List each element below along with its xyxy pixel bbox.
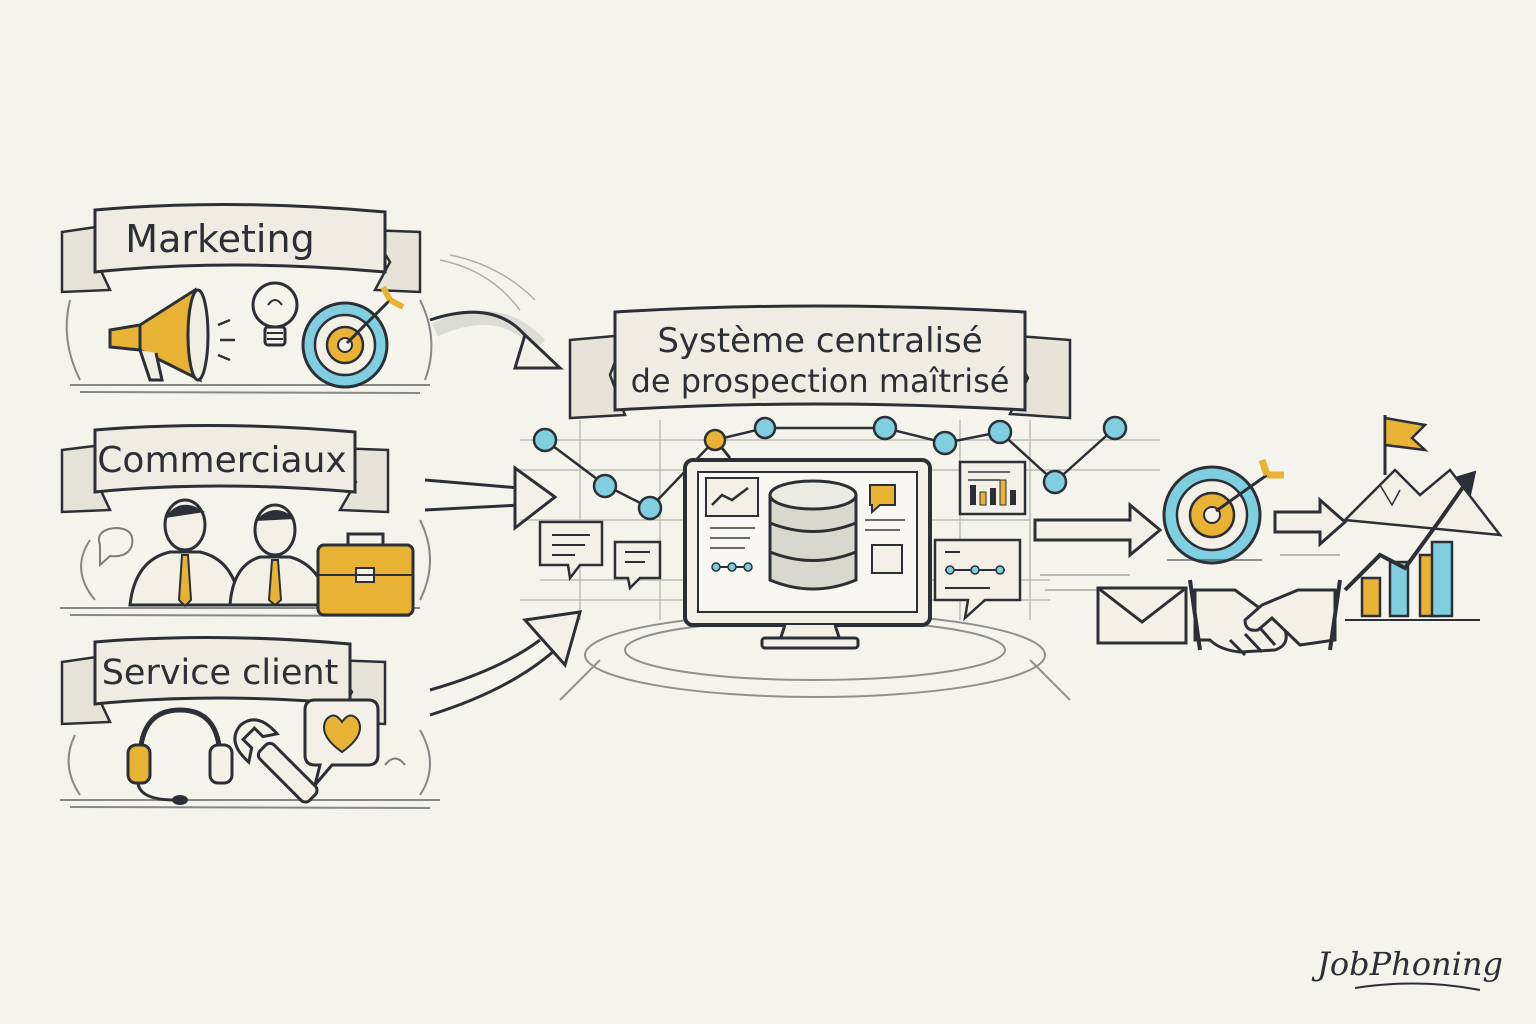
commerciaux-label: Commerciaux: [97, 440, 346, 481]
flag-icon: [1383, 415, 1429, 475]
marketing-target-icon: [301, 285, 405, 389]
workflow-chat-card: [933, 538, 1022, 622]
handshake-icon: [1188, 579, 1342, 657]
service-client-ribbon: Service client: [60, 635, 387, 726]
source-marketing: Marketing: [60, 202, 433, 394]
envelope-icon: [1096, 586, 1188, 645]
service-client-label: Service client: [102, 653, 339, 693]
heart-chat-icon: [303, 698, 380, 786]
megaphone-icon: [108, 287, 235, 383]
arrow-service-client: [429, 638, 541, 692]
service-chat-scribble: [384, 757, 406, 766]
source-arrows: [424, 254, 583, 717]
jobphoning-logo: JobPhoning: [1311, 945, 1503, 991]
brand-logo: JobPhoning: [1311, 945, 1503, 983]
center-title-line1: Système centralisé: [657, 321, 982, 361]
arrow-to-target: [1033, 501, 1163, 559]
outcome-target-icon: [1162, 458, 1284, 565]
commerciaux-chat-scribble: [98, 526, 134, 568]
network-nodes-icon: [532, 415, 1128, 521]
mountain-icon: [1342, 468, 1503, 537]
arrow-commerciaux: [424, 478, 521, 490]
businessman-left: [128, 498, 242, 608]
source-commerciaux: Commerciaux: [60, 423, 431, 617]
arrow-to-growth: [1273, 496, 1348, 548]
briefcase-icon: [316, 532, 415, 617]
commerciaux-ribbon: Commerciaux: [60, 423, 390, 514]
chat-bubble-icon: [538, 520, 662, 591]
growth-bar-1: [1360, 576, 1382, 618]
source-service-client: Service client: [60, 635, 440, 809]
growth-bar-2: [1388, 560, 1410, 618]
growth-bar-4: [1430, 540, 1454, 618]
growth-trend-line: [1343, 478, 1470, 592]
marketing-label: Marketing: [125, 217, 314, 261]
businessman-right: [228, 503, 332, 607]
wrench-icon: [233, 718, 319, 804]
central-system: Système centralisé de prospection maîtri…: [520, 304, 1160, 701]
center-title-line2: de prospection maîtrisé: [631, 362, 1010, 400]
headset-icon: [126, 707, 234, 805]
marketing-ground: [65, 299, 433, 394]
database-icon: [768, 479, 858, 591]
bar-chart-card: [958, 460, 1027, 516]
marketing-ribbon: Marketing: [60, 202, 422, 294]
center-title-ribbon: Système centralisé de prospection maîtri…: [568, 304, 1072, 420]
businessmen-icon: [128, 498, 332, 608]
growth-chart-icon: [1342, 415, 1503, 621]
lightbulb-icon: [251, 281, 299, 347]
service-ground: [60, 729, 440, 809]
search-magnifier-icon: [703, 428, 732, 459]
